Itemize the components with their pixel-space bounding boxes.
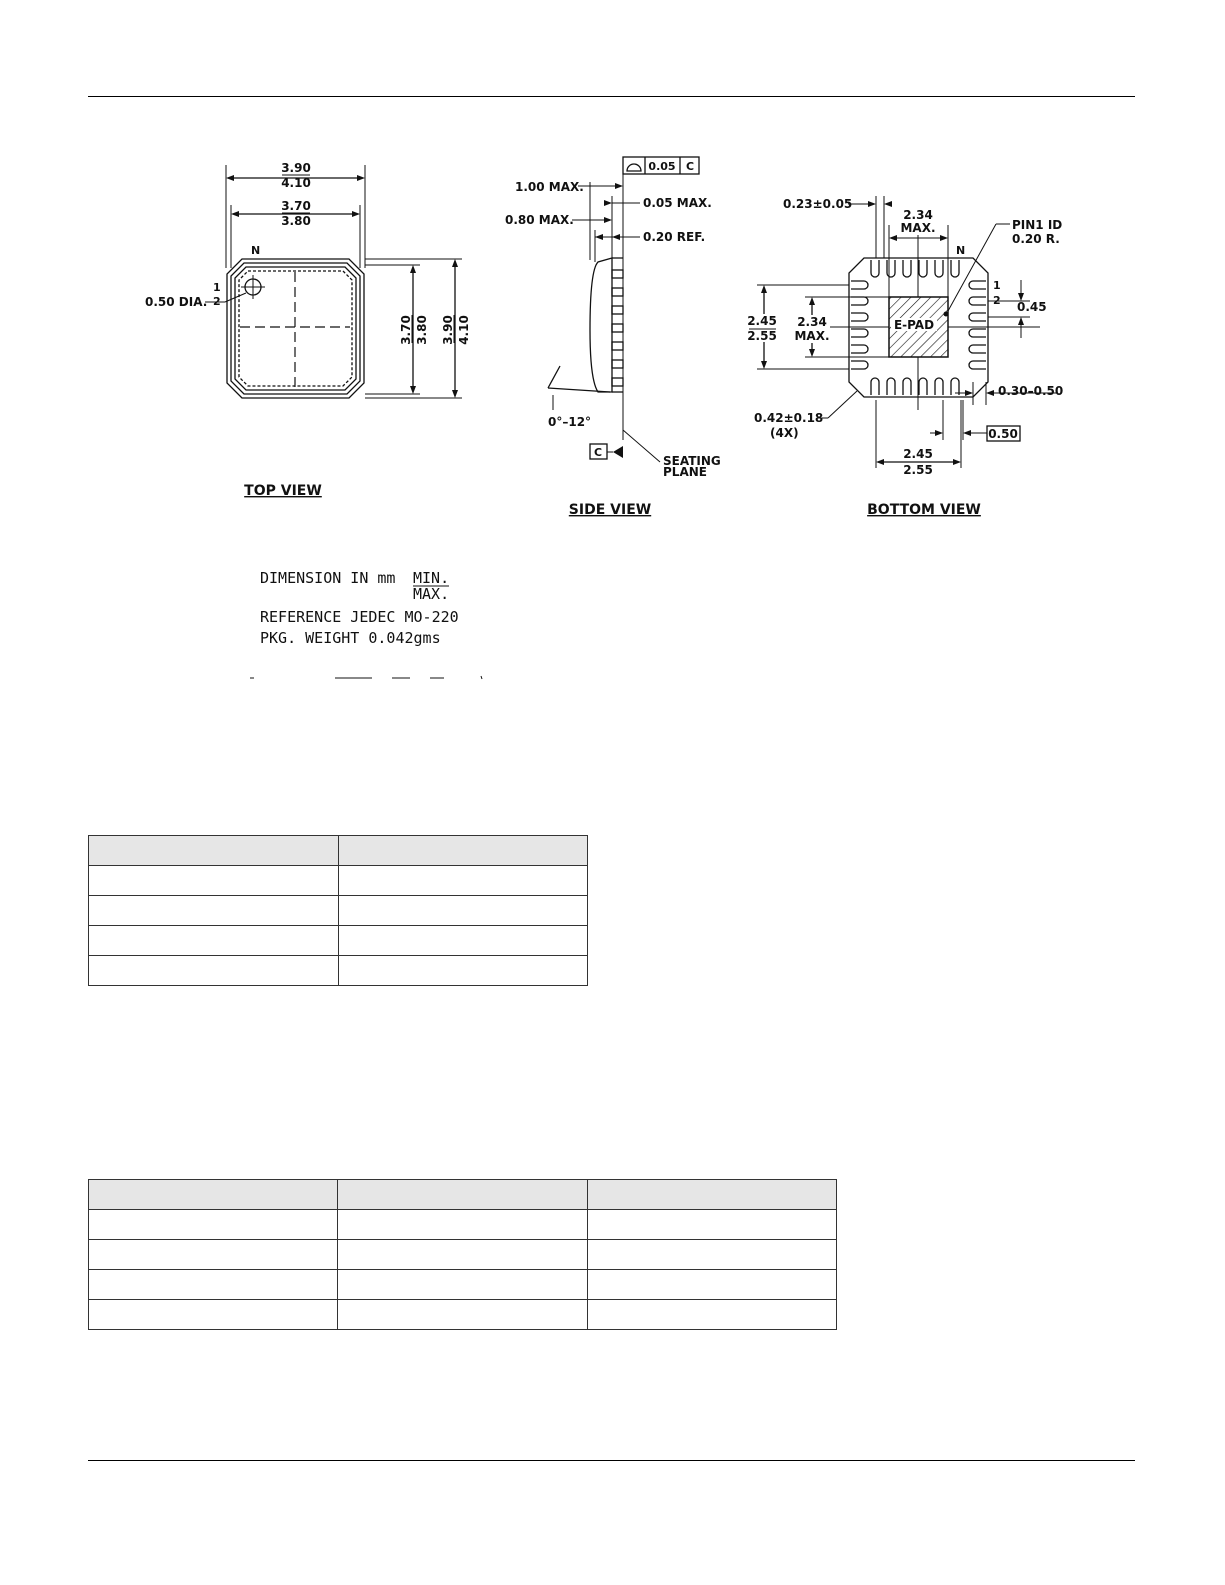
- table-cell: [87, 1269, 339, 1300]
- table-cell: [586, 1299, 838, 1330]
- top-pin-n: N: [251, 244, 260, 257]
- table-1-header-row: [88, 835, 588, 866]
- note-frac-bot: MAX.: [413, 585, 449, 603]
- table-cell: [337, 1209, 588, 1240]
- side-view: 0.05 C 1.00 MAX. 0.05 MAX. 0.80 MAX. 0.2…: [505, 156, 721, 518]
- top-inner-w-min: 3.70: [281, 199, 311, 213]
- side-seating-2: PLANE: [663, 465, 707, 479]
- table-cell: [586, 1179, 838, 1210]
- table-cell: [88, 955, 339, 986]
- table-row: [88, 955, 588, 986]
- bottom-view-title: BOTTOM VIEW: [867, 502, 981, 518]
- top-inner-h-max: 3.80: [415, 315, 429, 345]
- bottom-lead-w: 0.23±0.05: [783, 197, 852, 211]
- footer-rule: [88, 1460, 1135, 1461]
- side-ref: 0.20 REF.: [643, 230, 705, 244]
- table-cell: [337, 895, 588, 926]
- table-cell: [586, 1239, 838, 1270]
- bottom-lead-len: 0.30–0.50: [998, 384, 1063, 398]
- bottom-chamfer-2: (4X): [770, 426, 799, 440]
- table-cell: [87, 1179, 339, 1210]
- table-row: [87, 1269, 838, 1300]
- bottom-box: 0.50: [988, 427, 1018, 441]
- table-cell: [337, 835, 588, 866]
- top-outer-w-max: 4.10: [281, 176, 311, 190]
- table-cell: [586, 1269, 838, 1300]
- top-outer-h-max: 4.10: [457, 315, 471, 345]
- bottom-bot-min: 2.45: [903, 447, 933, 461]
- table-cell: [337, 1269, 588, 1300]
- top-inner-w-max: 3.80: [281, 214, 311, 228]
- side-datum: C: [686, 160, 694, 173]
- bottom-left-max: 2.55: [747, 329, 777, 343]
- table-cell: [337, 1299, 588, 1330]
- table-row: [88, 865, 588, 896]
- bottom-pin-1: 1: [993, 279, 1001, 292]
- top-view-title: TOP VIEW: [244, 483, 322, 499]
- table-cell: [337, 955, 588, 986]
- table-cell: [87, 1299, 339, 1330]
- top-dot-dia: 0.50 DIA.: [145, 295, 207, 309]
- side-view-title: SIDE VIEW: [569, 502, 651, 518]
- bottom-epad: E-PAD: [894, 318, 934, 332]
- dimension-notes: DIMENSION IN mm MIN. MAX. REFERENCE JEDE…: [250, 569, 483, 680]
- bottom-left-min: 2.45: [747, 314, 777, 328]
- table-row: [88, 895, 588, 926]
- header-rule: [88, 96, 1135, 97]
- bottom-pin1-2: 0.20 R.: [1012, 232, 1060, 246]
- side-flatness: 0.05: [648, 160, 675, 173]
- table-cell: [337, 925, 588, 956]
- table-row: [87, 1239, 838, 1270]
- side-height-max: 1.00 MAX.: [515, 180, 584, 194]
- top-outer-w-min: 3.90: [281, 161, 311, 175]
- side-angle: 0°–12°: [548, 415, 591, 429]
- table-row: [87, 1299, 838, 1330]
- bottom-chamfer-1: 0.42±0.18: [754, 411, 823, 425]
- table-row: [88, 925, 588, 956]
- side-datum-label: C: [594, 446, 602, 459]
- package-outline-drawing: 3.90 4.10 3.70 3.80 N 1 2 0.50 DIA.: [145, 156, 1063, 680]
- bottom-pad-h-2: MAX.: [794, 329, 829, 343]
- bottom-pitch: 0.45: [1017, 300, 1047, 314]
- note-line-3: PKG. WEIGHT 0.042gms: [260, 629, 441, 647]
- side-body-max: 0.80 MAX.: [505, 213, 574, 227]
- top-view: 3.90 4.10 3.70 3.80 N 1 2 0.50 DIA.: [145, 161, 471, 499]
- side-standoff-max: 0.05 MAX.: [643, 196, 712, 210]
- table-cell: [88, 895, 339, 926]
- table-cell: [88, 865, 339, 896]
- table-cell: [87, 1239, 339, 1270]
- top-outer-h-min: 3.90: [441, 315, 455, 345]
- bottom-pad-w-2: MAX.: [900, 221, 935, 235]
- note-line-1: DIMENSION IN mm: [260, 569, 395, 587]
- note-line-2: REFERENCE JEDEC MO-220: [260, 608, 459, 626]
- table-1: [88, 835, 588, 986]
- table-cell: [88, 835, 339, 866]
- bottom-pad-h-1: 2.34: [797, 315, 827, 329]
- top-inner-h-min: 3.70: [399, 315, 413, 345]
- bottom-pin-n: N: [956, 244, 965, 257]
- table-2: [87, 1179, 838, 1330]
- table-cell: [586, 1209, 838, 1240]
- bottom-bot-max: 2.55: [903, 463, 933, 477]
- table-cell: [87, 1209, 339, 1240]
- table-2-header-row: [87, 1179, 838, 1210]
- table-cell: [337, 865, 588, 896]
- table-cell: [337, 1179, 588, 1210]
- table-cell: [88, 925, 339, 956]
- bottom-pad-w-1: 2.34: [903, 208, 933, 222]
- note-frac-top: MIN.: [413, 569, 449, 587]
- top-pin-1: 1: [213, 281, 221, 294]
- bottom-view: E-PAD 0.23±0.05 2.34 MAX. PIN1 ID 0.20 R…: [747, 196, 1063, 518]
- side-seating-1: SEATING: [663, 454, 721, 468]
- bottom-pin1-1: PIN1 ID: [1012, 218, 1062, 232]
- table-row: [87, 1209, 838, 1240]
- table-cell: [337, 1239, 588, 1270]
